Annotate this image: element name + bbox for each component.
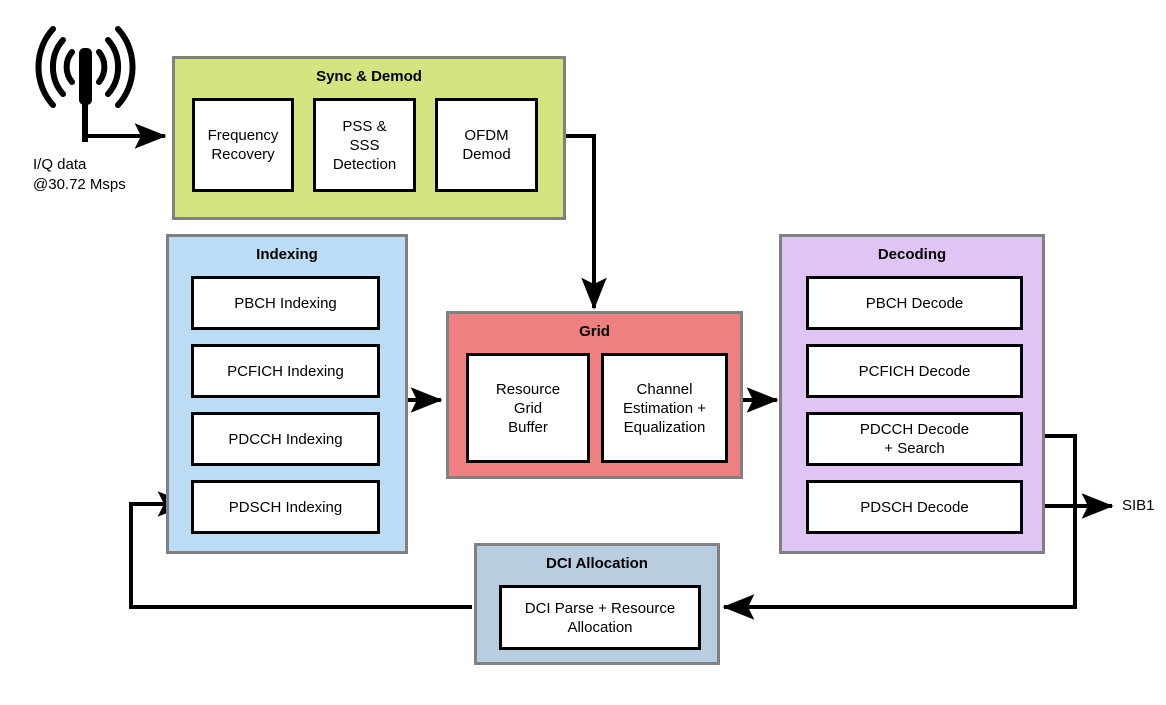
group-title-dci-allocation: DCI Allocation bbox=[546, 555, 648, 572]
node-pcfich-decode[interactable]: PCFICH Decode bbox=[806, 344, 1023, 398]
group-grid[interactable]: Grid Resource Grid Buffer Channel Estima… bbox=[446, 311, 743, 479]
node-frequency-recovery[interactable]: Frequency Recovery bbox=[192, 98, 294, 192]
node-pdsch-indexing[interactable]: PDSCH Indexing bbox=[191, 480, 380, 534]
node-pdcch-decode-search[interactable]: PDCCH Decode + Search bbox=[806, 412, 1023, 466]
group-indexing[interactable]: Indexing PBCH Indexing PCFICH Indexing P… bbox=[166, 234, 408, 554]
node-dci-parse-resource-allocation[interactable]: DCI Parse + Resource Allocation bbox=[499, 585, 701, 650]
node-resource-grid-buffer[interactable]: Resource Grid Buffer bbox=[466, 353, 590, 463]
node-pbch-decode[interactable]: PBCH Decode bbox=[806, 276, 1023, 330]
node-ofdm-demod[interactable]: OFDM Demod bbox=[435, 98, 538, 192]
node-pbch-indexing[interactable]: PBCH Indexing bbox=[191, 276, 380, 330]
node-pdsch-decode[interactable]: PDSCH Decode bbox=[806, 480, 1023, 534]
output-label-sib1: SIB1 bbox=[1122, 497, 1155, 514]
group-sync-demod[interactable]: Sync & Demod Frequency Recovery PSS & SS… bbox=[172, 56, 566, 220]
node-pdcch-indexing[interactable]: PDCCH Indexing bbox=[191, 412, 380, 466]
group-dci-allocation[interactable]: DCI Allocation DCI Parse + Resource Allo… bbox=[474, 543, 720, 665]
node-channel-estimation-equalization[interactable]: Channel Estimation + Equalization bbox=[601, 353, 728, 463]
node-pcfich-indexing[interactable]: PCFICH Indexing bbox=[191, 344, 380, 398]
group-decoding[interactable]: Decoding PBCH Decode PCFICH Decode PDCCH… bbox=[779, 234, 1045, 554]
group-title-indexing: Indexing bbox=[256, 246, 318, 263]
group-title-sync-demod: Sync & Demod bbox=[316, 68, 422, 85]
source-label: I/Q data @30.72 Msps bbox=[33, 156, 126, 193]
group-title-grid: Grid bbox=[579, 323, 610, 340]
node-pss-sss-detection[interactable]: PSS & SSS Detection bbox=[313, 98, 416, 192]
group-title-decoding: Decoding bbox=[877, 246, 947, 263]
